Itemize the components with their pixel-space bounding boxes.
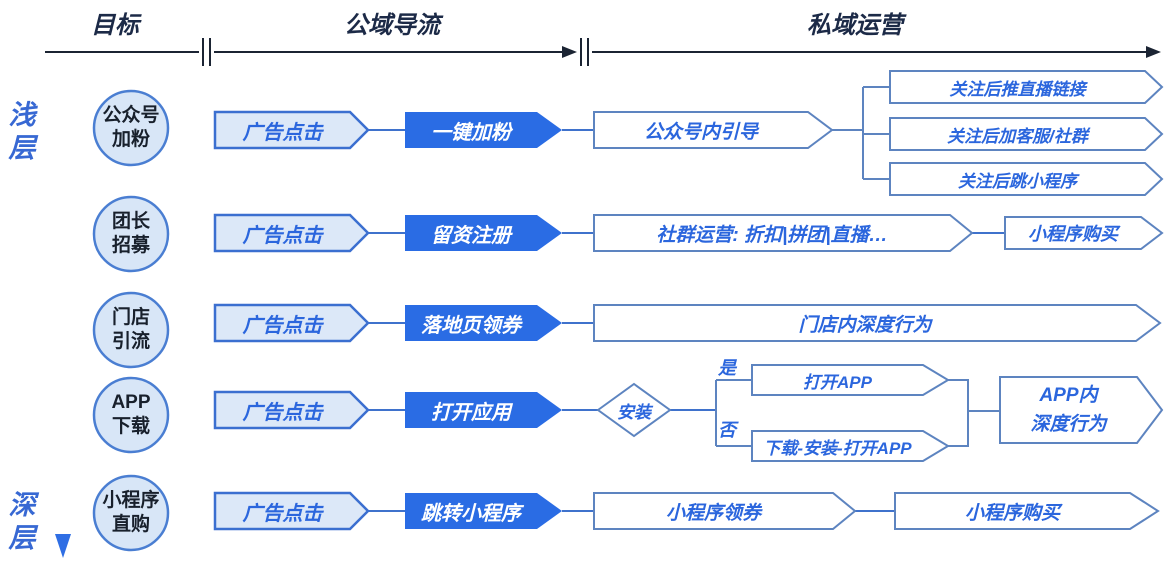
goal-circle-xcx [92, 474, 170, 552]
row1-branch3-label: 关注后跳小程序 [958, 171, 1077, 191]
timeline-arrowhead-mid [562, 46, 577, 58]
row1-branch2-shape [889, 117, 1164, 151]
row4-no-branch-label: 否 [718, 420, 736, 440]
header-goal-label: 目标 [91, 11, 139, 39]
header-timeline [45, 38, 1146, 66]
goal-circle-mendian [92, 291, 170, 369]
row-2-shapes [213, 213, 1164, 253]
goal-label-gzh-line2: 加粉 [111, 129, 150, 150]
row5-coupon-shape [593, 492, 857, 530]
row2-community-label: 社群运营: 折扣|拼团|直播… [656, 224, 888, 246]
row3-instore-label: 门店内深度行为 [798, 314, 932, 336]
row4-action-label: 打开应用 [431, 401, 511, 424]
row-1-shapes [213, 70, 1164, 196]
goal-label-gzh: 公众号 加粉 [85, 104, 177, 152]
row5-purchase-label: 小程序购买 [964, 502, 1060, 524]
row-5-shapes [213, 491, 1160, 531]
header-public-domain-label: 公域导流 [344, 11, 440, 39]
row2-ad-label: 广告点击 [242, 224, 323, 247]
goal-circles [92, 89, 170, 552]
row-3-shapes [213, 303, 1162, 343]
row1-guide-label: 公众号内引导 [643, 121, 758, 143]
row4-yes-branch-label: 是 [718, 358, 736, 378]
goal-label-tuanzhang: 团长 招募 [85, 210, 177, 258]
row2-action-label: 留资注册 [431, 224, 511, 247]
axis-shallow-label: 浅层 [8, 100, 36, 163]
row1-guide-shape [593, 111, 834, 149]
row3-ad-shape [213, 303, 370, 343]
goal-circle-app [92, 376, 170, 454]
row4-result-label: APP内 深度行为 [1000, 380, 1137, 440]
row1-branch1-label: 关注后推直播链接 [949, 79, 1086, 99]
goal-label-app-line2: 下载 [111, 416, 150, 437]
timeline-break-1 [202, 38, 211, 66]
goal-label-gzh-line1: 公众号 [102, 105, 160, 126]
goal-label-xcx-line1: 小程序 [102, 490, 160, 511]
row4-decision-label: 安装 [617, 402, 651, 422]
row1-action-shape [405, 112, 562, 148]
goal-circle-gzh [92, 89, 170, 167]
row2-ad-shape [213, 213, 370, 253]
row2-purchase-shape [1004, 216, 1164, 250]
depth-axis-arrowhead [55, 534, 71, 558]
goal-label-app: APP 下载 [85, 391, 177, 439]
row4-decision-diamond [596, 382, 672, 438]
timeline-break-2 [580, 38, 589, 66]
row5-ad-shape [213, 491, 370, 531]
row1-branch-connectors [832, 86, 890, 180]
row3-action-shape [405, 305, 562, 341]
goal-label-mendian-line2: 引流 [111, 331, 150, 352]
goal-circle-tuanzhang [92, 195, 170, 273]
row4-action-shape [405, 392, 562, 428]
timeline-arrowhead-end [1146, 46, 1161, 58]
row4-result-line2: 深度行为 [1030, 414, 1107, 435]
row3-action-label: 落地页领券 [421, 314, 521, 337]
row4-ad-shape [213, 390, 370, 430]
row2-action-shape [405, 215, 562, 251]
row4-ad-label: 广告点击 [242, 401, 323, 424]
row4-no-path-label: 下载-安装-打开APP [763, 438, 912, 458]
row5-coupon-label: 小程序领券 [665, 502, 761, 524]
row5-action-shape [405, 493, 562, 529]
row2-community-shape [593, 214, 974, 252]
row1-branch2-label: 关注后加客服/社群 [947, 126, 1088, 146]
row2-purchase-label: 小程序购买 [1028, 224, 1118, 244]
goal-label-tuanzhang-line1: 团长 [111, 211, 150, 232]
row1-branch1-shape [889, 70, 1164, 104]
row4-result-line1: APP内 [1039, 385, 1098, 406]
row4-result-shape [999, 376, 1164, 444]
row5-ad-label: 广告点击 [242, 502, 323, 525]
row5-purchase-shape [894, 492, 1160, 530]
row5-action-label: 跳转小程序 [421, 502, 521, 525]
row4-split-bracket [715, 379, 752, 447]
row3-ad-label: 广告点击 [242, 314, 323, 337]
row4-merge-bracket [948, 379, 1000, 447]
row4-yes-path-label: 打开APP [803, 372, 872, 392]
row4-yes-shape [751, 364, 950, 396]
row-4-shapes [213, 364, 1164, 462]
row1-action-label: 一键加粉 [431, 121, 511, 144]
row1-ad-shape [213, 110, 370, 150]
goal-label-xcx: 小程序 直购 [85, 489, 177, 537]
goal-label-mendian-line1: 门店 [111, 307, 150, 328]
header-private-domain-label: 私域运营 [807, 11, 903, 39]
goal-label-mendian: 门店 引流 [85, 306, 177, 354]
goal-label-tuanzhang-line2: 招募 [111, 235, 150, 256]
row1-branch3-shape [889, 162, 1164, 196]
goal-label-app-line1: APP [111, 392, 151, 413]
axis-deep-label: 深层 [8, 490, 36, 553]
goal-label-xcx-line2: 直购 [111, 514, 150, 535]
row4-no-shape [751, 430, 950, 462]
row3-instore-shape [593, 304, 1162, 342]
row1-ad-label: 广告点击 [242, 121, 323, 144]
